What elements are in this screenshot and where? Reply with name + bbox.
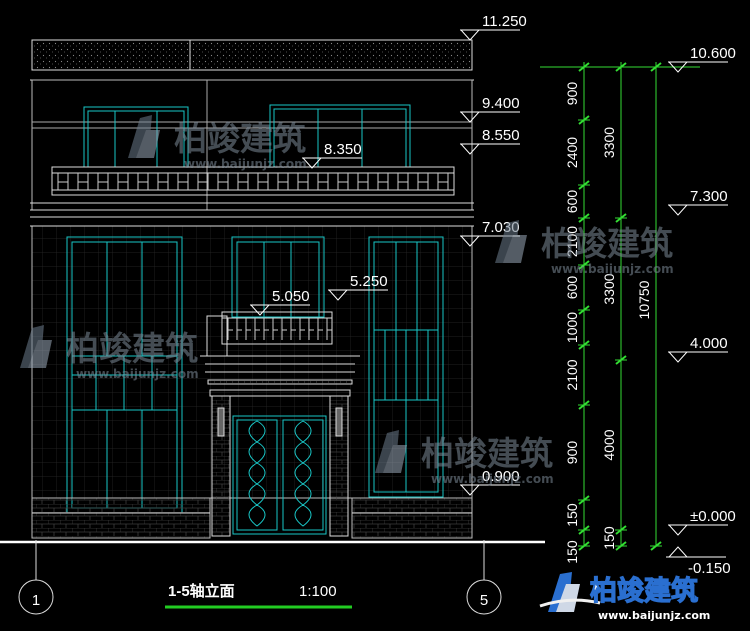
elevation-marks: 11.25010.6009.4008.5508.3507.3007.0305.2… [249,13,736,577]
elevation-mark: 0.900 [459,468,520,496]
dim-text: 1000 [564,312,580,343]
elevation-mark: 5.250 [327,273,388,301]
axis-bubble-1 [18,579,54,615]
elevation-mark: 11.250 [459,13,527,41]
svg-text:8.550: 8.550 [482,127,520,144]
dim-text: 600 [564,190,580,214]
dim-text: 900 [564,441,580,465]
watermark-name: 柏竣建筑 [66,329,198,368]
balcony-railing-upper [51,166,455,196]
window-tall-right [368,236,444,498]
watermark-url: www.baijunjz.com [184,157,307,171]
dim-text: 600 [564,276,580,300]
watermark-name: 柏竣建筑 [174,119,306,158]
roof-parapet [31,39,473,71]
elevation-mark: -0.150 [666,546,731,577]
svg-text:10.600: 10.600 [690,45,736,62]
dim-text: 900 [564,82,580,106]
entrance-frame [209,389,351,537]
svg-text:8.350: 8.350 [324,141,362,158]
svg-text:5.050: 5.050 [272,288,310,305]
axis-label-5: 5 [480,592,488,609]
dim-text: 4000 [601,429,617,460]
svg-text:9.400: 9.400 [482,95,520,112]
dim-text: 150 [564,503,580,527]
elevation-mark: 4.000 [667,335,728,363]
dim-text: 150 [564,540,580,564]
balcony-railing-center [200,311,360,385]
elevation-mark: 7.300 [667,188,728,216]
logo-url: www.baijunjz.com [598,609,710,622]
logo-name: 柏竣建筑 [590,575,698,607]
watermarks: 柏竣建筑www.baijunjz.com柏竣建筑www.baijunjz.com… [20,115,674,486]
dim-text: 2100 [564,226,580,257]
base-plinth [31,497,211,539]
svg-text:7.300: 7.300 [690,188,728,205]
svg-text:4.000: 4.000 [690,335,728,352]
dimension-chains [540,62,700,551]
elevation-mark: 10.600 [667,45,736,73]
axis-bubble-5 [466,579,502,615]
elevation-mark: 5.050 [249,288,310,316]
drawing-title: 1-5轴立面 [168,582,235,600]
watermark-url: www.baijunjz.com [431,472,554,486]
building-elevation [30,39,474,539]
dim-text: 3300 [601,273,617,304]
elevation-mark: 9.400 [459,95,520,123]
svg-text:0.900: 0.900 [482,468,520,485]
svg-text:5.250: 5.250 [350,273,388,290]
entrance-door [232,415,327,535]
dim-text: 150 [601,526,617,550]
elevation-mark: 8.350 [301,141,362,169]
axis-markers [18,540,502,615]
axis-label-1: 1 [32,592,40,609]
elevation-mark: 8.550 [459,127,520,155]
svg-text:11.250: 11.250 [482,13,527,30]
dim-text: 2100 [564,359,580,390]
svg-text:-0.150: -0.150 [688,560,731,577]
svg-text:±0.000: ±0.000 [690,508,736,525]
drawing-scale: 1:100 [299,583,337,600]
watermark-url: www.baijunjz.com [551,262,674,276]
corner-logo: 柏竣建筑 www.baijunjz.com [539,572,710,622]
elevation-mark: ±0.000 [667,508,736,536]
dim-total: 10750 [636,280,652,319]
watermark-name: 柏竣建筑 [421,434,553,473]
dim-text: 3300 [601,127,617,158]
dim-text: 2400 [564,137,580,168]
watermark-url: www.baijunjz.com [76,367,199,381]
watermark-name: 柏竣建筑 [541,224,673,263]
